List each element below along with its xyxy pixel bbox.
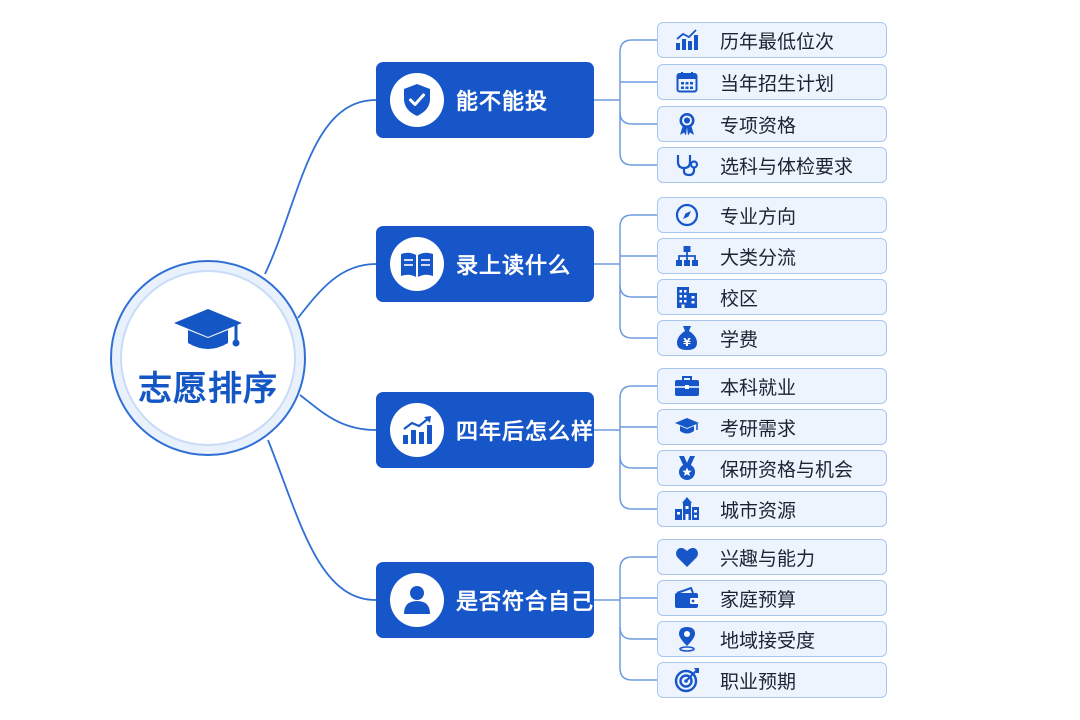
leaf-label: 职业预期 xyxy=(720,670,797,693)
leaf-enrollment-plan[interactable]: 当年招生计划 xyxy=(657,64,887,100)
leaf-interest-ability[interactable]: 兴趣与能力 xyxy=(657,539,887,575)
connector-center-branch-3 xyxy=(299,394,377,431)
leaf-undergrad-employment[interactable]: 本科就业 xyxy=(657,368,887,404)
connector-branch-3-leaf-4 xyxy=(619,456,657,510)
award-ribbon-icon xyxy=(674,111,700,137)
city-icon xyxy=(674,496,700,522)
leaf-special-qualification[interactable]: 专项资格 xyxy=(657,106,887,142)
growth-chart-icon xyxy=(390,403,444,457)
connector-branch-3-leaf-3 xyxy=(619,430,657,469)
connector-branch-1-leaf-1 xyxy=(619,39,657,100)
building-icon xyxy=(674,284,700,310)
connector-branch-1-leaf-4 xyxy=(619,112,657,166)
heart-icon xyxy=(674,544,700,570)
briefcase-icon xyxy=(674,373,700,399)
leaf-label: 本科就业 xyxy=(720,376,797,399)
leaf-campus[interactable]: 校区 xyxy=(657,279,887,315)
leaf-label: 保研资格与机会 xyxy=(720,458,854,481)
leaf-label: 大类分流 xyxy=(720,246,797,269)
leaf-career-expectation[interactable]: 职业预期 xyxy=(657,662,887,698)
target-icon xyxy=(674,667,700,693)
leaf-historical-min-rank[interactable]: 历年最低位次 xyxy=(657,22,887,58)
connector-center-branch-2 xyxy=(297,263,377,319)
leaf-label: 当年招生计划 xyxy=(720,72,835,95)
graduation-cap-icon xyxy=(172,307,244,357)
leaf-city-resources[interactable]: 城市资源 xyxy=(657,491,887,527)
money-bag-icon: ¥ xyxy=(674,325,700,351)
map-pin-icon xyxy=(674,626,700,652)
user-icon xyxy=(390,573,444,627)
leaf-label: 家庭预算 xyxy=(720,588,797,611)
leaf-label: 考研需求 xyxy=(720,417,797,440)
leaf-label: 城市资源 xyxy=(720,499,797,522)
leaf-major-direction[interactable]: 专业方向 xyxy=(657,197,887,233)
branch-label: 能不能投 xyxy=(456,90,549,115)
connector-branch-2-leaf-3 xyxy=(619,264,657,298)
calendar-icon xyxy=(674,69,700,95)
shield-check-icon xyxy=(390,73,444,127)
svg-text:¥: ¥ xyxy=(683,336,691,349)
leaf-subject-medical-req[interactable]: 选科与体检要求 xyxy=(657,147,887,183)
connector-branch-3-leaf-1 xyxy=(619,385,657,430)
leaf-label: 地域接受度 xyxy=(720,629,816,652)
central-topic: 志愿排序 xyxy=(110,260,306,456)
connector-branch-4-leaf-3 xyxy=(619,600,657,640)
wallet-icon xyxy=(674,585,700,611)
leaf-family-budget[interactable]: 家庭预算 xyxy=(657,580,887,616)
stethoscope-icon xyxy=(674,152,700,178)
central-title: 志愿排序 xyxy=(138,368,278,409)
connector-branch-1-leaf-3 xyxy=(619,100,657,125)
branch-study-content[interactable]: 录上读什么 xyxy=(376,226,594,302)
leaf-tuition[interactable]: ¥ 学费 xyxy=(657,320,887,356)
leaf-recommendation-qualification[interactable]: 保研资格与机会 xyxy=(657,450,887,486)
branch-label: 四年后怎么样 xyxy=(456,420,595,445)
leaf-label: 选科与体检要求 xyxy=(720,155,854,178)
connector-branch-4-leaf-1 xyxy=(619,556,657,600)
connector-branch-2-leaf-1 xyxy=(619,214,657,264)
graduation-cap-icon xyxy=(674,414,700,440)
branch-label: 录上读什么 xyxy=(456,254,572,279)
leaf-category-streaming[interactable]: 大类分流 xyxy=(657,238,887,274)
leaf-postgrad-demand[interactable]: 考研需求 xyxy=(657,409,887,445)
compass-icon xyxy=(674,202,700,228)
open-book-icon xyxy=(390,237,444,291)
hierarchy-icon xyxy=(674,243,700,269)
leaf-label: 校区 xyxy=(720,287,759,310)
bar-chart-trend-icon xyxy=(674,27,700,53)
leaf-region-acceptance[interactable]: 地域接受度 xyxy=(657,621,887,657)
connector-branch-2-leaf-4 xyxy=(619,285,657,339)
connector-branch-4-leaf-4 xyxy=(619,627,657,681)
leaf-label: 专项资格 xyxy=(720,114,797,137)
leaf-label: 专业方向 xyxy=(720,205,797,228)
connector-center-branch-4 xyxy=(267,439,377,601)
leaf-label: 兴趣与能力 xyxy=(720,547,816,570)
branch-label: 是否符合自己 xyxy=(456,590,595,615)
branch-personal-fit[interactable]: 是否符合自己 xyxy=(376,562,594,638)
connector-center-branch-1 xyxy=(264,99,377,275)
medal-icon xyxy=(674,455,700,481)
branch-eligibility[interactable]: 能不能投 xyxy=(376,62,594,138)
leaf-label: 历年最低位次 xyxy=(720,30,835,53)
branch-future-outlook[interactable]: 四年后怎么样 xyxy=(376,392,594,468)
leaf-label: 学费 xyxy=(720,328,759,351)
